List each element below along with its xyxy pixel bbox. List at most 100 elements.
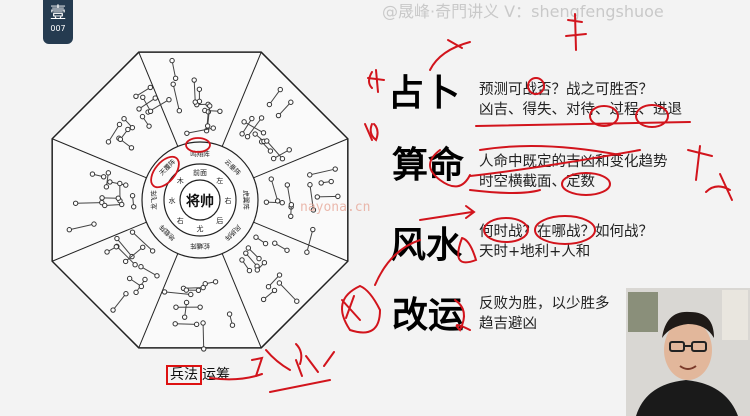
circuit-node xyxy=(258,115,265,121)
circuit-node xyxy=(207,103,213,109)
circuit-node xyxy=(310,207,317,213)
circuit-node xyxy=(318,180,324,186)
circuit-node xyxy=(195,287,202,293)
circuit-node xyxy=(314,194,320,200)
circuit-node xyxy=(192,99,198,105)
formation-label: 鸣翔阵 xyxy=(190,149,210,158)
circuit-node xyxy=(154,273,160,279)
circuit-node xyxy=(276,272,283,278)
circuit-line xyxy=(193,80,196,103)
circuit-node xyxy=(252,131,258,137)
circuit-node xyxy=(139,113,146,120)
circuit-node xyxy=(276,280,283,286)
circuit-node xyxy=(169,57,175,64)
desc-change-luck-line2: 趋吉避凶 xyxy=(479,316,537,332)
circuit-node xyxy=(100,174,107,180)
desc-fengshui-line2: 天时+地利+人和 xyxy=(479,244,591,260)
circuit-node xyxy=(105,170,112,176)
circuit-line xyxy=(138,97,156,110)
circuit-node xyxy=(129,124,136,131)
circuit-node xyxy=(275,112,282,119)
circuit-node xyxy=(243,250,249,256)
circuit-node xyxy=(116,121,123,128)
circuit-node xyxy=(266,101,273,108)
circuit-node xyxy=(133,93,139,100)
circuit-node xyxy=(264,138,270,144)
circuit-node xyxy=(184,130,190,136)
circuit-node xyxy=(304,249,310,255)
circuit-line xyxy=(317,195,338,198)
inner-circle xyxy=(179,179,221,221)
circuit-node xyxy=(284,247,290,253)
circuit-node xyxy=(173,304,179,310)
formation-label: 虎翼阵 xyxy=(242,190,251,210)
inner-direction-label: 水 xyxy=(169,196,176,205)
circuit-node xyxy=(245,245,252,251)
presenter-icon xyxy=(626,288,750,416)
circuit-line xyxy=(112,293,127,311)
keyword-fortune: 算命 xyxy=(392,144,465,186)
circuit-node xyxy=(114,235,120,242)
circuit-node xyxy=(277,86,283,93)
circuit-line xyxy=(132,231,153,252)
circuit-node xyxy=(117,180,123,187)
circuit-node xyxy=(246,267,253,274)
circuit-node xyxy=(183,299,190,306)
circuit-line xyxy=(245,252,258,267)
circuit-node xyxy=(217,108,223,114)
circuit-line xyxy=(309,184,314,211)
circuit-node xyxy=(284,182,291,188)
circuit-node xyxy=(122,258,129,265)
circuit-node xyxy=(328,178,334,185)
circuit-node xyxy=(241,119,247,125)
inner-direction-label: 左 xyxy=(216,176,223,185)
circuit-line xyxy=(135,87,151,97)
caption-rest: 运筹 xyxy=(202,367,230,383)
desc-change-luck-line1: 反败为胜，以少胜多 xyxy=(479,296,610,312)
circuit-line xyxy=(241,118,253,135)
circuit-node xyxy=(123,182,129,188)
circuit-node xyxy=(146,123,152,129)
circuit-line xyxy=(186,127,214,134)
circuit-node xyxy=(110,307,116,313)
circuit-node xyxy=(183,287,190,293)
circuit-node xyxy=(119,201,125,208)
circuit-node xyxy=(254,267,261,273)
circuit-node xyxy=(307,172,313,178)
desc-fortune-line2: 时空横截面、定数 xyxy=(479,174,595,190)
circuit-node xyxy=(107,179,113,185)
circuit-node xyxy=(128,145,135,151)
desc-fortune-line1: 人命中既定的吉凶和变化趋势 xyxy=(479,154,668,170)
circuit-line xyxy=(269,89,281,105)
circuit-node xyxy=(200,284,206,291)
circuit-line xyxy=(172,84,180,111)
inner-direction-label: 右 xyxy=(177,216,184,225)
badge-char: 壹 xyxy=(49,3,66,22)
desc-divination-line2: 凶吉、得失、对待、过程、进退 xyxy=(479,102,682,118)
circuit-line xyxy=(171,60,177,79)
circuit-node xyxy=(197,304,203,310)
circuit-node xyxy=(310,226,316,233)
circuit-line xyxy=(140,266,158,277)
circuit-node xyxy=(288,213,294,219)
circuit-node xyxy=(105,139,112,145)
circuit-node xyxy=(204,123,211,129)
circuit-line xyxy=(116,246,136,266)
inner-direction-label: 右 xyxy=(225,196,232,205)
circuit-node xyxy=(271,287,278,294)
lesson-badge: 壹 007 xyxy=(43,0,73,44)
presenter-video xyxy=(626,288,750,416)
formation-label: 龙飞阵 xyxy=(149,190,158,210)
circuit-node xyxy=(121,116,127,122)
formation-label: 蛇蟠阵 xyxy=(190,242,210,251)
circuit-node xyxy=(149,248,156,254)
circuit-node xyxy=(176,108,183,114)
circuit-node xyxy=(210,125,216,131)
circuit-node xyxy=(181,314,188,320)
circuit-node xyxy=(66,227,73,233)
circuit-line xyxy=(309,168,336,176)
circuit-node xyxy=(129,229,136,235)
circuit-node xyxy=(226,311,233,317)
badge-number: 007 xyxy=(50,24,66,33)
circuit-node xyxy=(191,77,197,83)
